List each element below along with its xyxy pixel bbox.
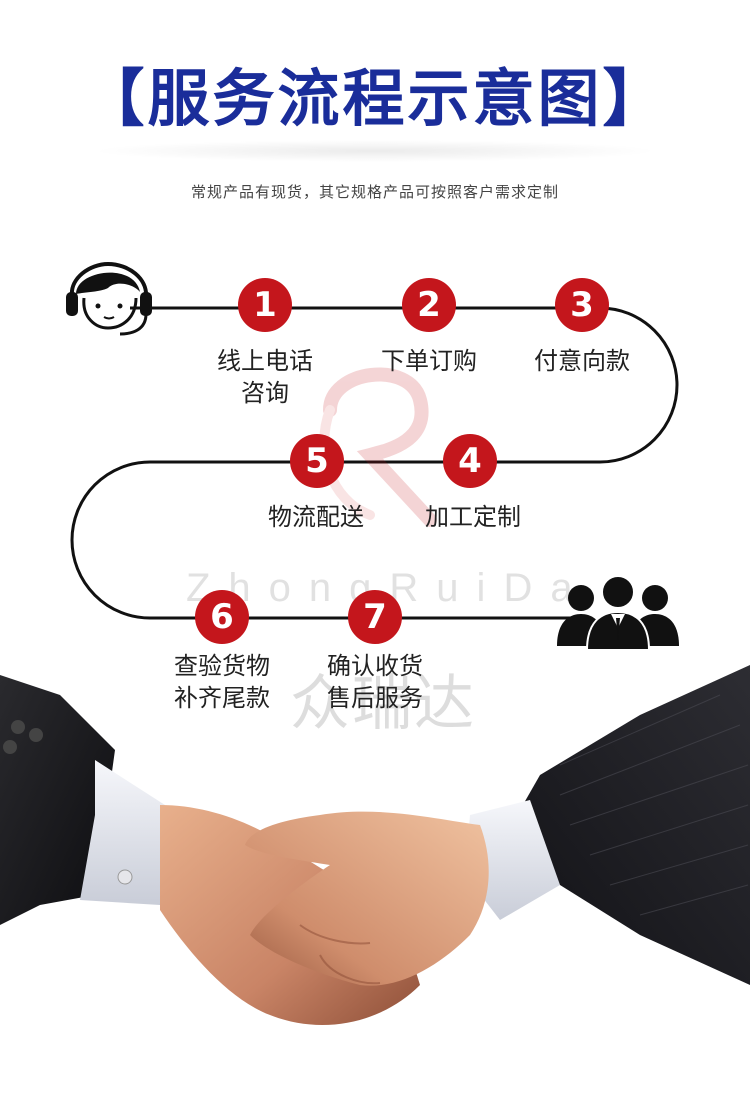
step-3-number: 3 — [555, 278, 609, 332]
step-3-label: 付意向款 — [512, 345, 652, 377]
step-4-label: 加工定制 — [403, 501, 543, 533]
step-6-line2: 补齐尾款 — [174, 684, 270, 712]
step-1-number: 1 — [238, 278, 292, 332]
step-5-number: 5 — [290, 434, 344, 488]
step-5-line1: 物流配送 — [268, 503, 364, 531]
step-7-line1: 确认收货 — [327, 652, 423, 680]
step-4-line1: 加工定制 — [425, 503, 521, 531]
flow-line — [70, 306, 679, 620]
step-6-number: 6 — [195, 590, 249, 644]
page-title: 【服务流程示意图】 — [82, 62, 668, 135]
step-2-number: 2 — [402, 278, 456, 332]
step-1-line1: 线上电话 — [217, 347, 313, 375]
step-5-label: 物流配送 — [246, 501, 386, 533]
step-6-line1: 查验货物 — [174, 652, 270, 680]
customer-service-headset-icon — [66, 262, 152, 336]
step-6-label: 查验货物 补齐尾款 — [152, 650, 292, 714]
watermark-chinese: 众瑞达 — [290, 669, 476, 739]
title-shadow — [90, 140, 660, 162]
step-7-label: 确认收货 售后服务 — [305, 650, 445, 714]
step-2-line1: 下单订购 — [381, 347, 477, 375]
handshake-photo — [0, 665, 750, 1025]
step-1-line2: 咨询 — [241, 379, 289, 407]
step-4-number: 4 — [443, 434, 497, 488]
step-2-label: 下单订购 — [359, 345, 499, 377]
step-7-line2: 售后服务 — [327, 684, 423, 712]
business-team-icon — [557, 575, 679, 650]
step-3-line1: 付意向款 — [534, 347, 630, 375]
step-1-label: 线上电话 咨询 — [195, 345, 335, 409]
step-7-number: 7 — [348, 590, 402, 644]
subtitle: 常规产品有现货，其它规格产品可按照客户需求定制 — [190, 183, 559, 201]
